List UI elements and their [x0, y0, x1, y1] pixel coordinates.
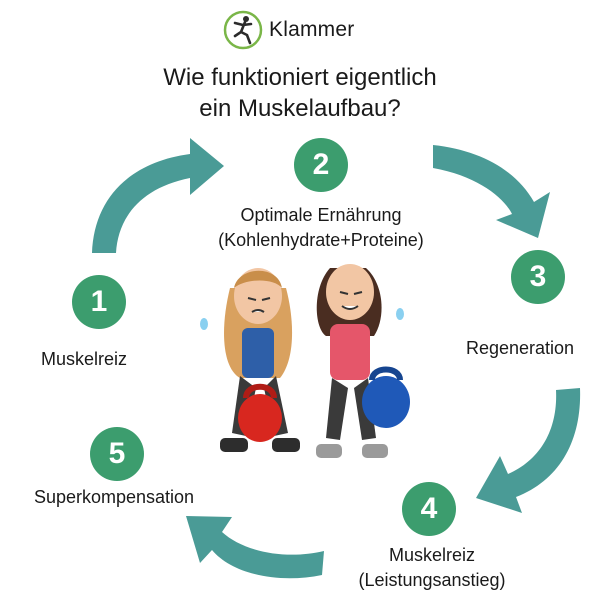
brand-name: Klammer: [269, 18, 355, 41]
runner-logo-icon: [223, 10, 263, 50]
page-title: Wie funktioniert eigentlich ein Muskelau…: [0, 62, 600, 124]
step-2-label: Optimale Ernährung (Kohlenhydrate+Protei…: [180, 203, 462, 253]
step-4-label-line-2: (Leistungsanstieg): [358, 570, 506, 590]
step-1-circle: 1: [72, 275, 126, 329]
step-3-label: Regeneration: [465, 338, 575, 358]
brand-header: Klammer: [223, 10, 354, 50]
step-1-label: Muskelreiz: [40, 349, 128, 369]
step-5-circle: 5: [90, 427, 144, 481]
title-line-1: Wie funktioniert eigentlich: [163, 64, 437, 91]
step-4-label-line-1: Muskelreiz: [388, 545, 476, 565]
woman-left: [200, 268, 300, 452]
woman-right: [316, 264, 410, 458]
step-2-number: 2: [312, 148, 330, 181]
step-5-number: 5: [108, 437, 126, 470]
two-women-kettlebell-illustration: [200, 264, 410, 458]
arrow-3-to-4: [476, 388, 581, 513]
step-2-label-line-1: Optimale Ernährung: [240, 205, 402, 225]
step-2-label-line-2: (Kohlenhydrate+Proteine): [218, 230, 424, 250]
step-5-label: Superkompensation: [33, 487, 195, 507]
step-3-number: 3: [529, 260, 547, 293]
title-line-2: ein Muskelaufbau?: [199, 95, 401, 122]
step-3-circle: 3: [511, 250, 565, 304]
step-4-number: 4: [420, 492, 438, 525]
arrow-4-to-5: [186, 516, 324, 579]
step-4-label: Muskelreiz (Leistungsanstieg): [352, 543, 512, 593]
step-2-circle: 2: [294, 138, 348, 192]
arrow-2-to-3: [433, 145, 550, 238]
arrow-1-to-2: [92, 138, 224, 253]
step-1-number: 1: [90, 285, 108, 318]
step-4-circle: 4: [402, 482, 456, 536]
